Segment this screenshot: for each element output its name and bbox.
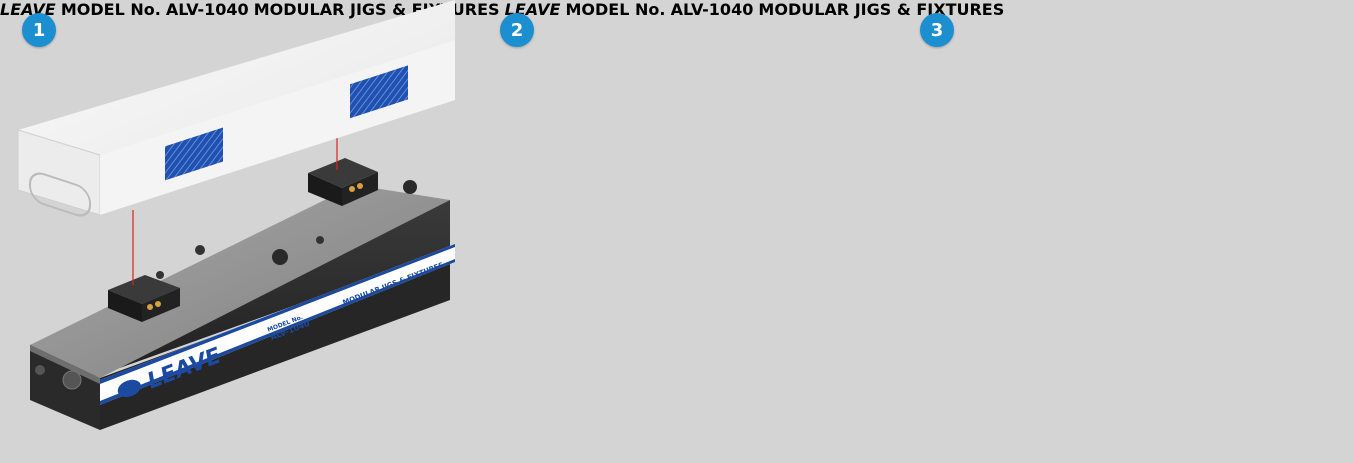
step-number-badge-1: 1 xyxy=(22,13,56,47)
step-number-badge-3: 3 xyxy=(920,13,954,47)
step-number-badge-2: 2 xyxy=(500,13,534,47)
workpiece-block-floating xyxy=(18,0,455,219)
vise-assembly-step-1: LEAVE MODEL No. ALV-1040 MODULAR JIGS & … xyxy=(18,0,455,430)
